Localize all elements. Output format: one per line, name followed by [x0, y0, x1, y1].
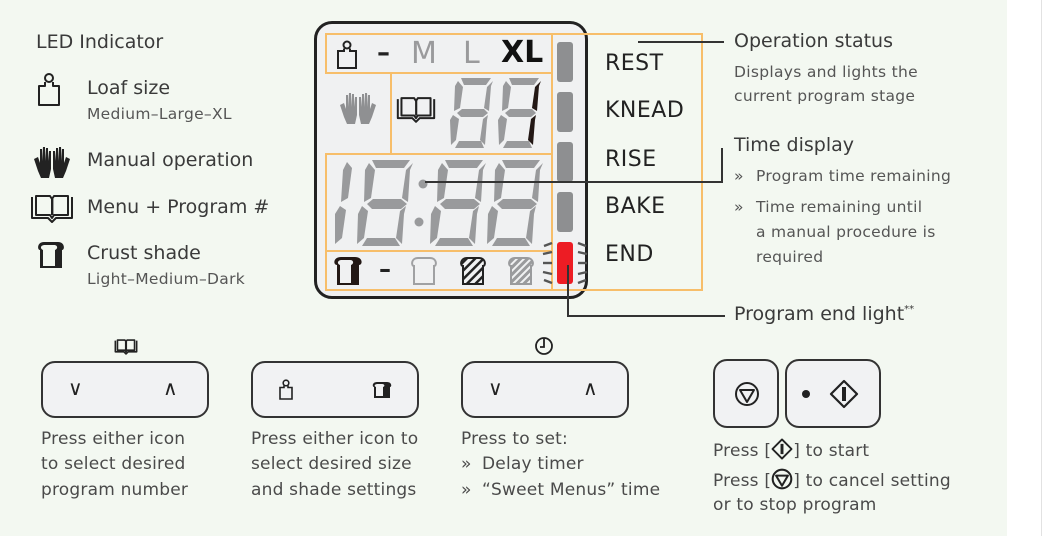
- stop-inline-icon: [771, 468, 793, 490]
- operation-status-line-2: current program stage: [734, 87, 916, 105]
- timer-down-button[interactable]: ∨: [488, 376, 503, 400]
- size-shade-caption-3: and shade settings: [251, 480, 417, 500]
- time-display-title: Time display: [734, 134, 855, 156]
- start-caption-pre: Press [: [713, 441, 772, 461]
- stop-icon: [735, 382, 759, 406]
- lcd-manual-hands-icon: [340, 93, 376, 124]
- timer-button-group: [461, 361, 629, 418]
- start-icon: [829, 379, 859, 409]
- timer-bullet-2-marker: »: [461, 480, 472, 500]
- time-bullet-2-line-3: required: [756, 248, 824, 266]
- status-label-rise: RISE: [605, 147, 657, 172]
- timer-clock-icon: [535, 337, 553, 355]
- size-shade-button-group: [251, 361, 419, 418]
- status-led-end: [557, 242, 573, 284]
- legend-crust-sub: Light–Medium–Dark: [87, 270, 246, 288]
- program-down-button[interactable]: ∨: [68, 376, 83, 400]
- program-caption-3: program number: [41, 480, 189, 500]
- status-label-bake: BAKE: [605, 194, 666, 219]
- status-led-knead: [557, 92, 573, 132]
- stop-button[interactable]: [713, 359, 779, 428]
- legend-loaf-size-sub: Medium–Large–XL: [87, 105, 232, 123]
- time-bullet-2-line-2: a manual procedure is: [756, 223, 936, 241]
- program-caption-2: to select desired: [41, 454, 186, 474]
- end-light-leader-h: [567, 315, 725, 317]
- legend-manual-label: Manual operation: [87, 149, 254, 171]
- program-button-group: [41, 361, 209, 418]
- program-caption-1: Press either icon: [41, 429, 186, 449]
- status-led-rise: [557, 142, 573, 182]
- lcd-status-box-outline: [551, 33, 703, 291]
- timer-up-button[interactable]: ∧: [583, 376, 598, 400]
- lcd-crust-dark-icon: [334, 257, 362, 285]
- time-bullet-1-text: Program time remaining: [756, 167, 952, 185]
- program-menu-book-icon: [114, 339, 138, 355]
- status-led-bake: [557, 192, 573, 232]
- time-bullet-2-marker: »: [734, 198, 744, 216]
- program-end-light-label: Program end light: [734, 303, 905, 325]
- crust-bread-icon: [38, 242, 64, 268]
- program-end-light-footnote: **: [904, 304, 915, 315]
- lcd-size-l: L: [463, 36, 480, 71]
- status-label-rest: REST: [605, 51, 664, 76]
- operation-status-leader: [638, 41, 724, 43]
- status-label-end: END: [605, 242, 654, 267]
- start-indicator-dot: [802, 390, 810, 398]
- operation-status-line-1: Displays and lights the: [734, 63, 918, 81]
- start-caption: Press [ ] to start: [713, 438, 869, 465]
- status-label-knead: KNEAD: [605, 98, 685, 123]
- size-shade-caption-2: select desired size: [251, 454, 412, 474]
- stop-caption-line-2: or to stop program: [713, 495, 877, 515]
- operation-status-title: Operation status: [734, 30, 893, 52]
- menu-book-icon: [31, 195, 73, 223]
- program-up-button[interactable]: ∧: [163, 376, 178, 400]
- lcd-size-m: M: [411, 36, 437, 71]
- manual-hands-icon: [34, 147, 70, 178]
- lcd-loaf-size-icon: [337, 40, 357, 69]
- lcd-crust-dash: –: [379, 255, 391, 283]
- lcd-size-dash: –: [377, 38, 390, 68]
- lcd-program-number: [450, 78, 541, 148]
- start-button[interactable]: [785, 359, 881, 428]
- time-display-leader-h: [425, 181, 723, 183]
- start-inline-icon: [771, 438, 793, 460]
- lcd-size-xl: XL: [501, 35, 544, 70]
- stop-caption-post: ] to cancel setting: [793, 471, 951, 491]
- time-bullet-2-line-1: Time remaining until: [756, 198, 923, 216]
- legend-crust-label: Crust shade: [87, 242, 201, 264]
- stop-caption-pre: Press [: [713, 471, 772, 491]
- time-bullet-1-marker: »: [734, 167, 744, 185]
- lcd-crust-light-icon: [411, 257, 437, 285]
- timer-bullet-1-text: Delay timer: [482, 454, 584, 474]
- timer-bullet-2-text: “Sweet Menus” time: [482, 480, 661, 500]
- lcd-time-digits: [335, 160, 543, 246]
- legend-menu-label: Menu + Program #: [87, 196, 270, 218]
- loaf-size-button[interactable]: [278, 379, 294, 401]
- status-led-rest: [557, 42, 573, 82]
- end-light-leader-v: [567, 265, 569, 317]
- lcd-menu-book-icon: [396, 97, 436, 123]
- page-edge-divider: [1041, 0, 1042, 536]
- time-display-leader-v: [721, 148, 723, 183]
- lcd-crust-dark-hatched-icon: [508, 257, 534, 285]
- loaf-size-icon: [38, 73, 60, 106]
- crust-shade-button[interactable]: [372, 381, 392, 399]
- start-caption-post: ] to start: [793, 441, 870, 461]
- timer-caption-title: Press to set:: [461, 429, 568, 449]
- end-light-glow-icon: [542, 241, 588, 285]
- legend-title: LED Indicator: [36, 31, 164, 53]
- lcd-crust-medium-icon: [460, 257, 486, 285]
- size-shade-caption-1: Press either icon to: [251, 429, 419, 449]
- stop-caption: Press [ ] to cancel setting: [713, 468, 951, 495]
- program-end-light-title: Program end light**: [734, 303, 914, 325]
- legend-loaf-size-label: Loaf size: [87, 77, 171, 99]
- timer-bullet-1-marker: »: [461, 454, 472, 474]
